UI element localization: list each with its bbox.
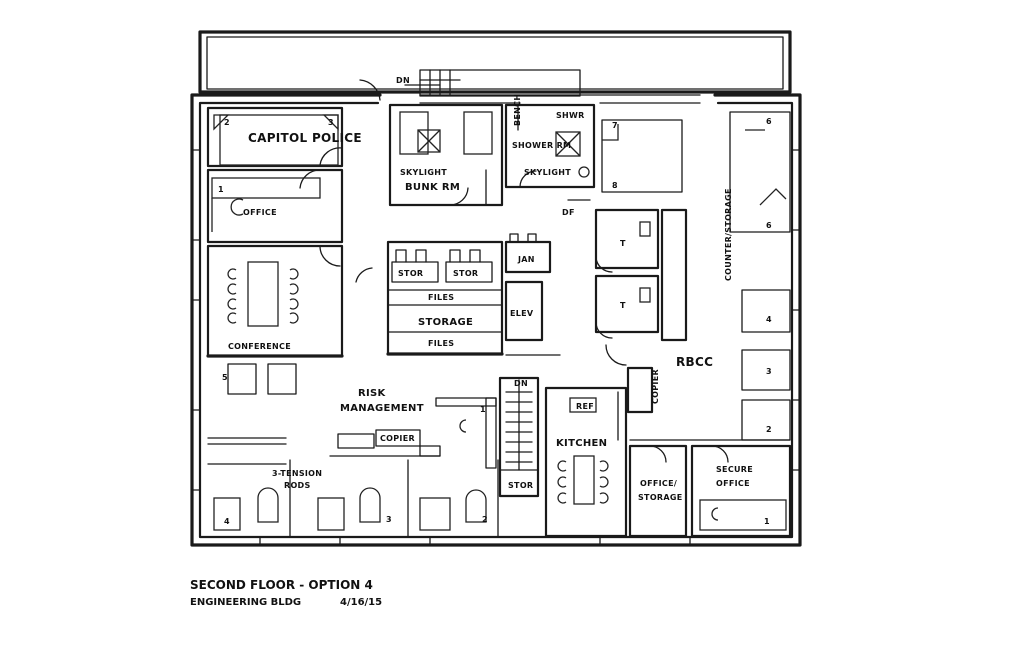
stor-label-2: STOR xyxy=(453,269,478,278)
df-label: DF xyxy=(562,208,575,217)
risk-label: RISK xyxy=(358,388,387,399)
number-2-rbcc: 2 xyxy=(766,425,772,434)
room-numbers: 2 3 1 5 4 3 2 1 7 8 6 6 4 3 2 1 xyxy=(218,117,772,526)
conference-room xyxy=(206,244,344,358)
secure-office-label-2: OFFICE xyxy=(716,479,750,488)
files-label-2: FILES xyxy=(428,339,454,348)
number-4-rbcc: 4 xyxy=(766,315,772,324)
shower-room xyxy=(504,103,596,201)
tension-rods-label-1: 3-TENSION xyxy=(272,469,322,478)
dn-top-label: DN xyxy=(396,76,410,85)
bench-label: BENCH xyxy=(513,94,522,126)
kitchen-label: KITCHEN xyxy=(556,438,607,449)
toilet-label-2: T xyxy=(620,301,626,310)
number-3-rbcc: 3 xyxy=(766,367,772,376)
number-2-risk: 2 xyxy=(482,515,488,524)
conference-label: CONFERENCE xyxy=(228,342,291,351)
capitol-police-room xyxy=(206,106,344,244)
toilet-label-1: T xyxy=(620,239,626,248)
tension-rods-label-2: RODS xyxy=(284,481,311,490)
office-storage-label-2: STORAGE xyxy=(638,493,683,502)
caption-title: SECOND FLOOR - OPTION 4 xyxy=(190,578,373,592)
number-1-office: 1 xyxy=(218,185,224,194)
top-stair xyxy=(359,69,581,101)
number-7-rbcc: 7 xyxy=(612,121,618,130)
number-3-capitol: 3 xyxy=(328,118,334,127)
shower-room-label: SHOWER RM xyxy=(512,141,571,150)
bunk-skylight-label: SKYLIGHT xyxy=(400,168,447,177)
management-label: MANAGEMENT xyxy=(340,403,424,414)
number-6-rbcc-top: 6 xyxy=(766,117,772,126)
jan-label: JAN xyxy=(517,255,535,264)
copier-right-label: COPIER xyxy=(651,369,660,404)
bottom-right-offices xyxy=(628,444,792,538)
number-1-rbcc: 1 xyxy=(764,517,770,526)
number-1-risk: 1 xyxy=(480,405,486,414)
number-6-rbcc: 6 xyxy=(766,221,772,230)
storage-label: STORAGE xyxy=(418,317,473,328)
number-3-risk: 3 xyxy=(386,515,392,524)
dn-stair-label: DN xyxy=(514,379,528,388)
elev-label: ELEV xyxy=(510,309,534,318)
office-storage-label-1: OFFICE/ xyxy=(640,479,677,488)
bunk-room xyxy=(388,103,504,207)
ref-label: REF xyxy=(576,402,594,411)
files-label-1: FILES xyxy=(428,293,454,302)
office-label: OFFICE xyxy=(243,208,277,217)
number-2-capitol: 2 xyxy=(224,118,230,127)
caption: SECOND FLOOR - OPTION 4 ENGINEERING BLDG… xyxy=(190,578,382,608)
caption-date: 4/16/15 xyxy=(340,597,382,608)
capitol-police-label: CAPITOL POLICE xyxy=(248,131,362,145)
number-4-risk: 4 xyxy=(224,517,230,526)
shwr-label: SHWR xyxy=(556,111,585,120)
risk-management-area xyxy=(207,363,499,537)
toilet-block xyxy=(594,208,688,342)
exterior-walls xyxy=(190,30,802,547)
shower-skylight-label: SKYLIGHT xyxy=(524,168,571,177)
bunk-room-label: BUNK RM xyxy=(405,182,460,193)
stor-label-1: STOR xyxy=(398,269,423,278)
number-8-rbcc: 8 xyxy=(612,181,618,190)
rbcc-label: RBCC xyxy=(676,355,713,369)
number-5-risk: 5 xyxy=(222,373,228,382)
central-core xyxy=(355,233,561,356)
kitchen-and-stair xyxy=(498,376,628,538)
copier-left-label: COPIER xyxy=(380,434,415,443)
stor-stair-label: STOR xyxy=(508,481,533,490)
rbcc-area xyxy=(601,111,791,441)
secure-office-label-1: SECURE xyxy=(716,465,753,474)
counter-storage-label: COUNTER/STORAGE xyxy=(724,188,733,281)
caption-building: ENGINEERING BLDG xyxy=(190,597,301,608)
